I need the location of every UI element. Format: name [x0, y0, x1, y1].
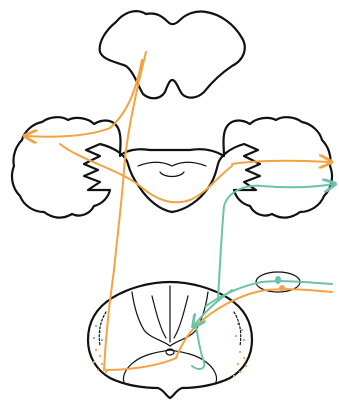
- cerebellum-outline: [100, 11, 245, 98]
- green-cell-body: [275, 276, 281, 284]
- orange-cell-body: [279, 285, 285, 291]
